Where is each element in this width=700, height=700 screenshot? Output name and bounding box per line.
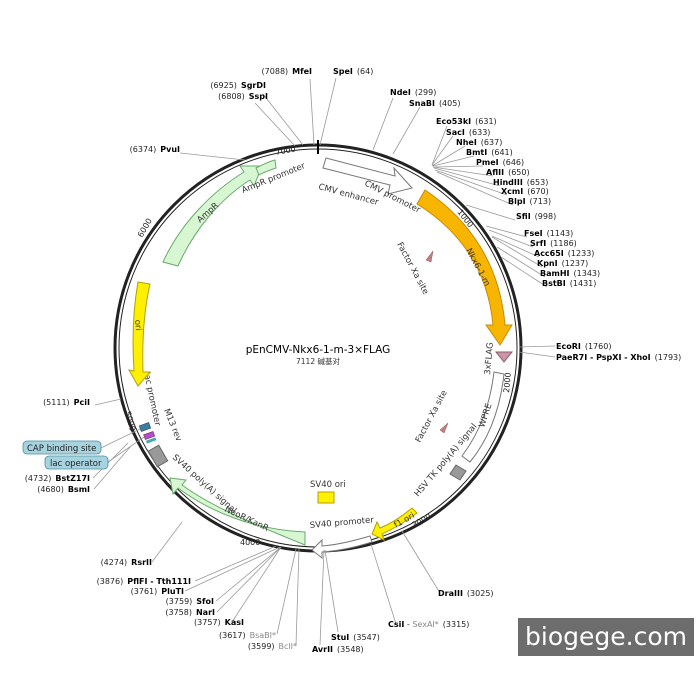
site-snabi[interactable]: SnaBI (405) xyxy=(409,93,460,110)
factor-xa-1-mark xyxy=(425,250,434,263)
site-hindiii[interactable]: HindIII (653) xyxy=(493,172,548,189)
lac-operator-label: lac operator xyxy=(50,459,102,469)
neo-cds-arrow[interactable] xyxy=(169,477,306,546)
site-eco53ki[interactable]: Eco53kI (631) xyxy=(436,111,497,128)
cap-binding-badge[interactable] xyxy=(22,440,102,455)
site-saci[interactable]: SacI (633) xyxy=(446,122,490,139)
site-sgrdi[interactable]: (6925) SgrDI xyxy=(210,75,266,92)
tick-7000: 7000 xyxy=(275,145,297,157)
lac-operator-box[interactable] xyxy=(143,431,156,440)
site-sspi[interactable]: (6808) SspI xyxy=(218,86,268,103)
site-pflfi[interactable]: (3876) PflFI - Tth111I xyxy=(97,571,191,588)
tick-6000: 6000 xyxy=(136,217,154,239)
m13-box xyxy=(145,437,157,444)
site-csii-sexai[interactable]: CsiI - SexAI* (3315) xyxy=(388,614,469,631)
sv40-ori-label: SV40 ori xyxy=(310,480,346,490)
m13-label: M13 rev xyxy=(161,407,183,443)
cmv-enhancer-arrow[interactable] xyxy=(322,157,413,195)
leader-lines xyxy=(92,77,556,646)
ori-arrow[interactable] xyxy=(128,281,152,387)
tick-5000: 5000 xyxy=(123,410,137,432)
site-ecori[interactable]: EcoRI (1760) xyxy=(556,336,611,353)
factor-xa-2-label: Factor Xa site xyxy=(414,389,450,445)
site-xcmi[interactable]: XcmI (670) xyxy=(501,181,549,198)
site-pvui[interactable]: (6374) PvuI xyxy=(130,139,180,156)
site-srfi[interactable]: SrfI (1186) xyxy=(530,233,577,250)
site-blpi[interactable]: BlpI (713) xyxy=(508,191,551,208)
site-xhoi[interactable]: PaeR7I - PspXI - XhoI (1793) xyxy=(556,347,681,364)
site-mfei[interactable]: (7088) MfeI xyxy=(262,61,312,78)
site-kpni[interactable]: KpnI (1237) xyxy=(537,253,588,270)
site-nari[interactable]: (3758) NarI xyxy=(165,602,215,619)
site-bsabi[interactable]: (3617) BsaBI* xyxy=(219,625,276,642)
site-bstbi[interactable]: BstBI (1431) xyxy=(542,273,596,290)
site-ndei[interactable]: NdeI (299) xyxy=(390,82,436,99)
site-bcli[interactable]: (3599) BclI* xyxy=(248,636,297,653)
site-stui[interactable]: StuI (3547) xyxy=(331,627,380,644)
site-kasi[interactable]: (3757) KasI xyxy=(194,612,244,629)
sv40-promoter-arrow[interactable] xyxy=(311,535,373,560)
watermark: biogege.com xyxy=(518,618,694,656)
tick-4000: 4000 xyxy=(240,538,260,547)
site-sfoi[interactable]: (3759) SfoI xyxy=(166,591,214,608)
site-avrii[interactable]: AvrII (3548) xyxy=(312,639,364,656)
nkx-cds-arrow[interactable] xyxy=(416,189,513,346)
site-aflii[interactable]: AflII (650) xyxy=(486,162,530,179)
lac-operator-badge[interactable] xyxy=(44,455,109,470)
plasmid-size: 7112 碱基对 xyxy=(296,356,340,366)
site-pmei[interactable]: PmeI (646) xyxy=(476,152,524,169)
hsv-polya-box[interactable] xyxy=(449,464,467,481)
cap-binding-label: CAP binding site xyxy=(27,444,96,454)
ori-label: ori xyxy=(132,319,143,331)
sv40-polya-box[interactable] xyxy=(147,444,169,468)
cap-site-box[interactable] xyxy=(138,422,152,432)
ampr-arrow[interactable] xyxy=(162,165,263,267)
site-sfii[interactable]: SfiI (998) xyxy=(516,206,556,223)
flag-arrow[interactable] xyxy=(494,351,514,363)
ampr-promoter-arrow[interactable] xyxy=(255,159,277,176)
site-spei[interactable]: SpeI (64) xyxy=(333,61,373,78)
plasmid-name: pEnCMV-Nkx6-1-m-3×FLAG xyxy=(246,344,391,356)
sv40-ori-box[interactable] xyxy=(317,491,335,504)
factor-xa-2-mark xyxy=(439,422,449,434)
site-pcii[interactable]: (5111) PciI xyxy=(43,392,90,409)
site-bsmi[interactable]: (4680) BsmI xyxy=(37,479,90,496)
tick-2000: 2000 xyxy=(502,372,513,393)
site-fsei[interactable]: FseI (1143) xyxy=(524,223,573,240)
site-rsrii[interactable]: (4274) RsrII xyxy=(101,552,152,569)
lac-promoter-label: lac promoter xyxy=(141,372,162,428)
wpre-arrow[interactable] xyxy=(461,371,505,463)
site-bamhi[interactable]: BamHI (1343) xyxy=(540,263,600,280)
factor-xa-1-label: Factor Xa site xyxy=(394,241,430,297)
flag-label: 3xFLAG xyxy=(483,342,496,375)
f1-ori-arrow[interactable] xyxy=(371,507,418,541)
site-pluti[interactable]: (3761) PluTI xyxy=(131,581,184,598)
site-bmti[interactable]: BmtI (641) xyxy=(466,142,513,159)
sv40-promoter-label: SV40 promoter xyxy=(309,515,374,531)
site-bstz17i[interactable]: (4732) BstZ17I xyxy=(25,468,90,485)
site-nhei[interactable]: NheI (637) xyxy=(456,132,502,149)
site-draiii[interactable]: DraIII (3025) xyxy=(438,583,494,600)
site-acc65i[interactable]: Acc65I (1233) xyxy=(534,243,594,260)
